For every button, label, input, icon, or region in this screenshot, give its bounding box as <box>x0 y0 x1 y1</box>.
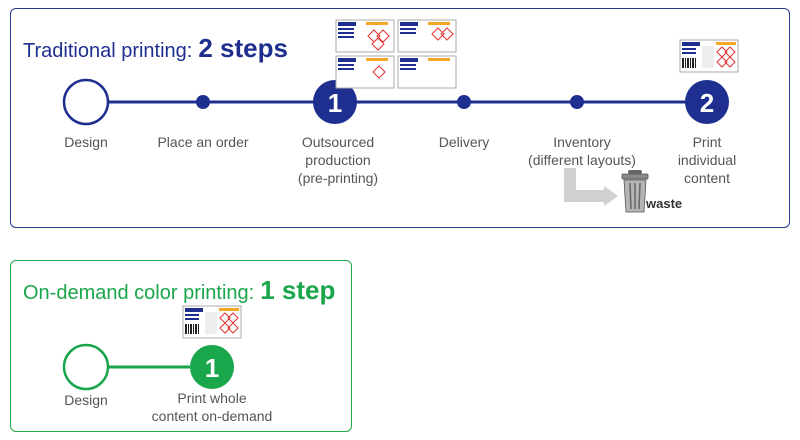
traditional-title-steps: 2 steps <box>198 33 288 63</box>
on-demand-title: On-demand color printing:1 step <box>23 275 335 306</box>
on-demand-label-print-whole: Print whole content on-demand <box>151 390 273 424</box>
trash-bin-icon <box>621 170 649 213</box>
on-demand-title-steps: 1 step <box>260 275 336 305</box>
traditional-title: Traditional printing:2 steps <box>23 33 288 64</box>
waste-arrow-icon <box>564 168 618 206</box>
stage-label-place-order: Place an order <box>157 134 249 150</box>
preprinted-labels-icon <box>335 19 457 89</box>
on-demand-printing-panel: On-demand color printing:1 step <box>10 260 352 432</box>
on-demand-label-icon <box>182 305 242 339</box>
print-step-node <box>685 80 729 124</box>
on-demand-title-prefix: On-demand color printing: <box>23 282 255 304</box>
on-demand-step-number: 1 <box>205 353 219 383</box>
stage-label-design: Design <box>64 134 108 150</box>
production-step-node <box>313 80 357 124</box>
step-1-number: 1 <box>328 88 342 118</box>
traditional-title-prefix: Traditional printing: <box>23 40 193 62</box>
on-demand-print-node <box>190 345 234 389</box>
stage-label-inventory: Inventory (different layouts) <box>528 134 636 168</box>
place-order-node <box>196 95 210 109</box>
delivery-node <box>457 95 471 109</box>
step-2-number: 2 <box>700 88 714 118</box>
on-demand-label-design: Design <box>64 392 108 408</box>
printed-label-icon <box>679 39 739 73</box>
on-demand-design-node <box>62 343 110 391</box>
stage-label-print-individual: Print individual content <box>677 134 737 186</box>
stage-label-outsourced-production: Outsourced production (pre-printing) <box>297 134 379 186</box>
stage-label-delivery: Delivery <box>438 134 490 150</box>
waste-label: waste <box>646 196 683 211</box>
design-node <box>62 78 110 126</box>
inventory-node <box>570 95 584 109</box>
